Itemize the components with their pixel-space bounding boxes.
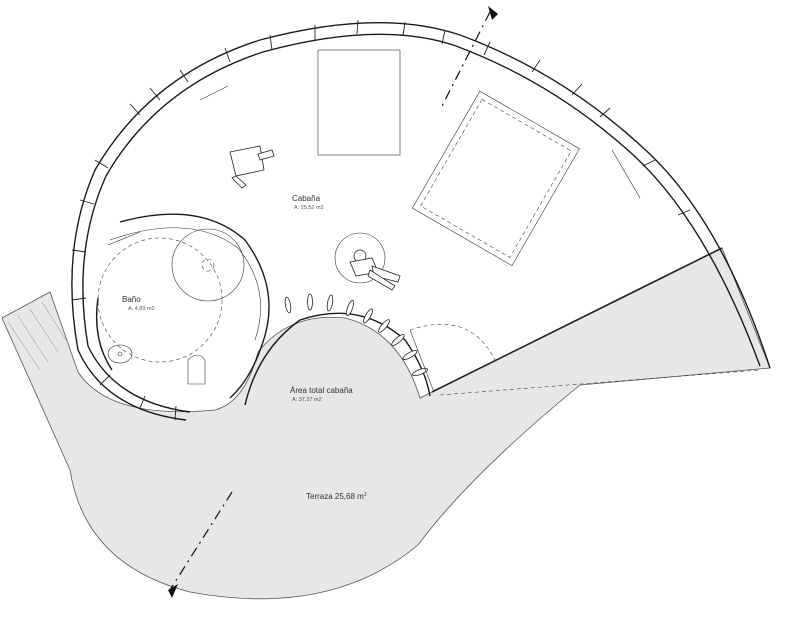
section-line-2 xyxy=(169,491,233,591)
window-mullions xyxy=(71,19,691,421)
section-line xyxy=(439,11,491,111)
section-arrow-icon-2 xyxy=(168,584,178,598)
sink-drain xyxy=(117,351,123,357)
shelf-detail xyxy=(107,231,141,246)
shower-swing xyxy=(97,237,223,363)
label-cabana-area: A: 25,52 m2 xyxy=(294,205,324,211)
interior-wall-detail xyxy=(199,85,229,101)
label-bano: Baño xyxy=(122,295,141,304)
label-cabana: Cabaña xyxy=(292,194,321,203)
outer-wall xyxy=(71,21,771,421)
person-figure-icon-2 xyxy=(229,145,275,189)
inner-wall xyxy=(244,312,431,406)
entry-door xyxy=(409,329,435,393)
glass-facade xyxy=(431,247,723,393)
terrace-hatch xyxy=(7,301,67,371)
chair-icon xyxy=(334,232,386,284)
label-total: Área total cabaña xyxy=(290,386,353,395)
section-arrow-icon xyxy=(488,6,498,20)
terrace-area xyxy=(1,247,771,600)
label-terraza-text: Terraza 25,68 m xyxy=(306,492,364,501)
person-figure-icon xyxy=(349,249,401,291)
shower-icon xyxy=(171,228,245,302)
interior-wall-detail-2 xyxy=(611,149,641,199)
outer-wall-inner xyxy=(82,33,761,413)
bed-icon xyxy=(317,49,401,156)
shower-drain xyxy=(201,258,215,272)
louvers xyxy=(284,293,428,377)
label-terraza-sup: 2 xyxy=(364,492,367,498)
bathroom-wall xyxy=(119,213,270,399)
toilet-icon xyxy=(187,354,206,385)
sofa-bed xyxy=(411,90,580,267)
bathroom-curve-left xyxy=(95,297,113,371)
label-terraza: Terraza 25,68 m2 xyxy=(306,492,367,501)
terrace-edge-dashed xyxy=(439,369,761,396)
entry-door-swing xyxy=(409,323,496,361)
bathroom-wall-inner xyxy=(109,227,261,341)
label-total-area: A: 37,27 m2 xyxy=(292,397,322,403)
sink-icon xyxy=(107,344,133,364)
label-bano-area: A: 4,89 m2 xyxy=(128,306,155,312)
